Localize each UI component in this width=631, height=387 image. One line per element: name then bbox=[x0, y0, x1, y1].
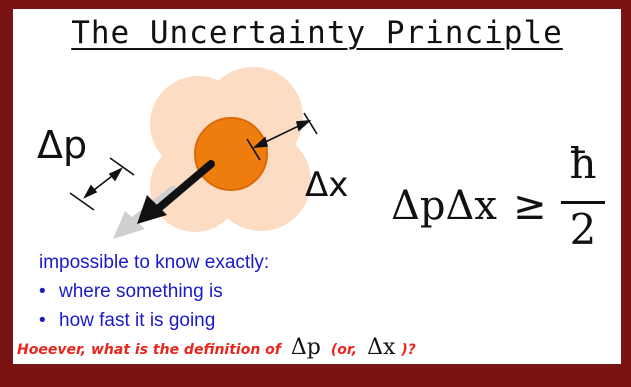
formula-denominator: 2 bbox=[569, 205, 597, 254]
bullet-text: how fast it is going bbox=[59, 310, 216, 331]
particle-illustration bbox=[69, 67, 318, 239]
delta-x-dimension-icon bbox=[246, 112, 318, 161]
delta-p-dimension-icon bbox=[69, 157, 135, 211]
question-math-x: Δx bbox=[367, 335, 396, 360]
bullet-icon: • bbox=[39, 310, 46, 331]
delta-x-label: Δx bbox=[305, 165, 349, 205]
question-prefix: Hoeever, what is the definition of bbox=[17, 342, 281, 358]
bullet-icon: • bbox=[39, 281, 46, 302]
formula-numerator: ħ bbox=[569, 139, 597, 188]
definition-question: Hoeever, what is the definition of Δp (o… bbox=[17, 335, 416, 360]
formula-fraction: ħ 2 bbox=[559, 139, 607, 259]
formula-relation: ≥ bbox=[513, 183, 547, 229]
bullet-item: • how fast it is going bbox=[39, 310, 215, 332]
question-suffix: )? bbox=[401, 342, 416, 358]
question-middle: (or, bbox=[330, 342, 358, 358]
fraction-bar bbox=[561, 201, 605, 204]
question-math-p: Δp bbox=[290, 335, 321, 360]
particle bbox=[194, 117, 268, 191]
bullet-text: where something is bbox=[59, 281, 223, 302]
formula-lhs: ΔpΔx bbox=[391, 183, 497, 229]
bullet-item: • where something is bbox=[39, 281, 223, 303]
delta-p-label: Δp bbox=[37, 123, 88, 167]
thick-arrow-icon bbox=[137, 160, 215, 224]
slide-title: The Uncertainty Principle bbox=[71, 15, 563, 51]
uncertainty-formula: ΔpΔx ≥ ħ 2 bbox=[391, 139, 621, 279]
intro-text: impossible to know exactly: bbox=[39, 252, 270, 273]
